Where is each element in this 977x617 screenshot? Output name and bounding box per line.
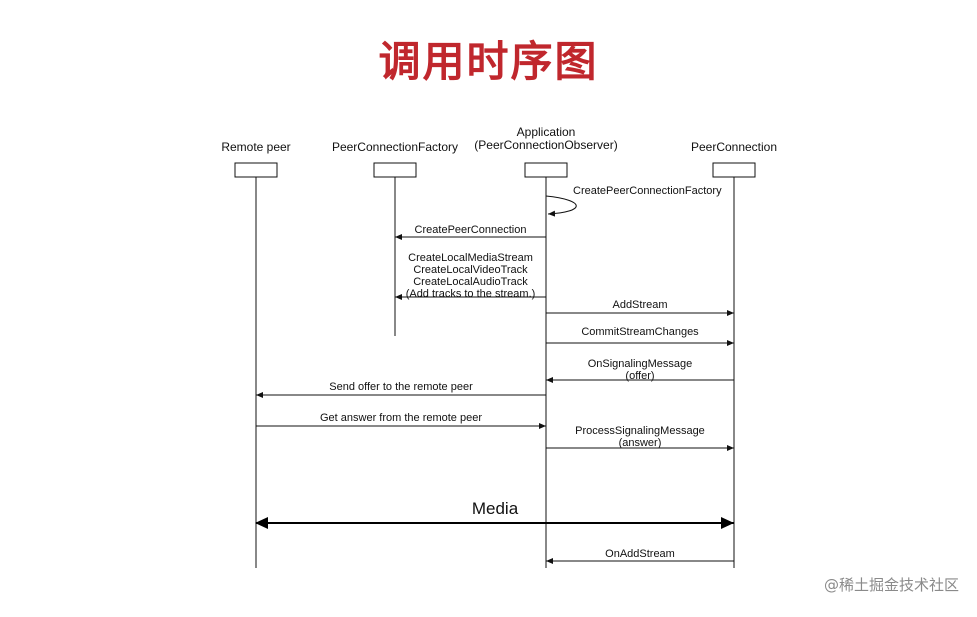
message-label: Media xyxy=(472,499,519,518)
message-1: CreatePeerConnection xyxy=(395,224,546,240)
message-0: CreatePeerConnectionFactory xyxy=(545,185,722,217)
participant-pc: PeerConnection xyxy=(691,140,777,568)
message-label: (Add tracks to the stream.) xyxy=(406,288,536,300)
message-label: OnAddStream xyxy=(605,548,675,560)
message-label: CreatePeerConnectionFactory xyxy=(573,185,722,197)
participant-label: Remote peer xyxy=(221,140,290,154)
message-label: Send offer to the remote peer xyxy=(329,381,473,393)
message-7: Get answer from the remote peer xyxy=(256,412,546,429)
message-9: Media xyxy=(255,499,734,529)
page-title: 调用时序图 xyxy=(378,37,599,86)
message-10: OnAddStream xyxy=(546,548,734,564)
message-5: OnSignalingMessage(offer) xyxy=(546,358,734,383)
message-label: CreateLocalVideoTrack xyxy=(413,264,528,276)
message-6: Send offer to the remote peer xyxy=(256,381,546,398)
message-label: AddStream xyxy=(612,299,667,311)
watermark: @稀土掘金技术社区 xyxy=(823,576,959,594)
participant-box xyxy=(712,162,756,178)
message-label: CreatePeerConnection xyxy=(415,224,527,236)
message-label: ProcessSignalingMessage xyxy=(575,425,705,437)
message-8: ProcessSignalingMessage(answer) xyxy=(546,425,734,451)
participant-label: (PeerConnectionObserver) xyxy=(474,138,617,152)
self-call-arrow xyxy=(545,195,577,217)
participant-box xyxy=(373,162,417,178)
message-label: CommitStreamChanges xyxy=(581,326,699,338)
message-label: (answer) xyxy=(619,437,662,449)
participant-app: Application(PeerConnectionObserver) xyxy=(474,125,618,568)
participant-label: Application xyxy=(517,125,576,139)
message-label: OnSignalingMessage xyxy=(588,358,693,370)
participant-remote: Remote peer xyxy=(221,140,291,568)
message-label: CreateLocalAudioTrack xyxy=(413,276,528,288)
message-label: Get answer from the remote peer xyxy=(320,412,482,424)
participant-box xyxy=(234,162,278,178)
participant-label: PeerConnectionFactory xyxy=(332,140,458,154)
participant-label: PeerConnection xyxy=(691,140,777,154)
participant-factory: PeerConnectionFactory xyxy=(332,140,458,336)
message-2: CreateLocalMediaStreamCreateLocalVideoTr… xyxy=(395,252,546,300)
message-3: AddStream xyxy=(546,299,734,316)
participant-box xyxy=(524,162,568,178)
message-label: (offer) xyxy=(625,370,654,382)
message-4: CommitStreamChanges xyxy=(546,326,734,346)
message-label: CreateLocalMediaStream xyxy=(408,252,533,264)
